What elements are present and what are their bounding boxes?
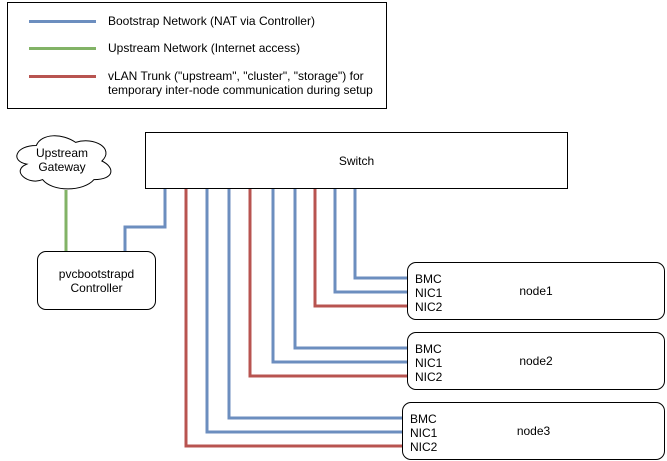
- node2-box: BMC NIC1 NIC2 node2: [407, 332, 665, 390]
- upstream-gateway-label-line1: Upstream: [35, 146, 88, 160]
- switch-box: Switch: [145, 132, 568, 189]
- node2-port-bmc: BMC: [415, 342, 442, 356]
- node3-port-nic1: NIC1: [410, 426, 438, 440]
- vlan-trunk-swatch: [29, 75, 96, 78]
- node1-port-nic2: NIC2: [415, 300, 443, 314]
- upstream-gateway-label-line2: Gateway: [38, 160, 86, 174]
- controller-label-line2: Controller: [70, 280, 123, 295]
- switch-label: Switch: [338, 153, 375, 168]
- node1-label: node1: [519, 284, 553, 298]
- node3-box: BMC NIC1 NIC2 node3: [402, 402, 665, 460]
- upstream-network-legend-label: Upstream Network (Internet access): [108, 41, 301, 55]
- node3-port-nic2: NIC2: [410, 440, 438, 454]
- legend: Bootstrap Network (NAT via Controller) U…: [7, 2, 387, 109]
- upstream-network-swatch: [29, 47, 96, 50]
- node2-port-nic2: NIC2: [415, 370, 443, 384]
- controller-label-line1: pvcbootstrapd: [58, 266, 135, 281]
- edge-switch-node1-bmc: [353, 189, 407, 280]
- node3-port-bmc: BMC: [410, 412, 437, 426]
- node3-label: node3: [516, 424, 551, 438]
- edge-switch-node3-nic1: [205, 189, 402, 434]
- edge-switch-node1-nic1: [333, 189, 407, 294]
- upstream-gateway-cloud-label: Upstream Gateway: [22, 146, 102, 174]
- node2-label: node2: [519, 354, 553, 368]
- edge-switch-node3-bmc: [227, 189, 402, 420]
- node1-box: BMC NIC1 NIC2 node1: [407, 262, 665, 320]
- node1-port-bmc: BMC: [415, 272, 442, 286]
- controller-box: pvcbootstrapd Controller: [37, 251, 156, 310]
- edge-switch-node2-nic1: [271, 189, 407, 364]
- bootstrap-network-legend-label: Bootstrap Network (NAT via Controller): [108, 14, 315, 28]
- vlan-trunk-legend-line1: vLAN Trunk ("upstream", "cluster", "stor…: [108, 69, 364, 83]
- edge-switch-node1-nic2: [313, 189, 407, 308]
- edge-switch-node3-nic2: [184, 189, 402, 448]
- edge-controller-switch: [123, 189, 167, 251]
- cloud-shape: [16, 135, 112, 190]
- vlan-trunk-legend-line2: temporary inter-node communication durin…: [108, 83, 373, 97]
- edge-switch-node2-nic2: [248, 189, 407, 378]
- node2-port-nic1: NIC1: [415, 356, 443, 370]
- edge-switch-node2-bmc: [293, 189, 407, 350]
- vlan-trunk-legend-label: vLAN Trunk ("upstream", "cluster", "stor…: [108, 69, 373, 97]
- bootstrap-network-swatch: [29, 20, 96, 23]
- node1-port-nic1: NIC1: [415, 286, 443, 300]
